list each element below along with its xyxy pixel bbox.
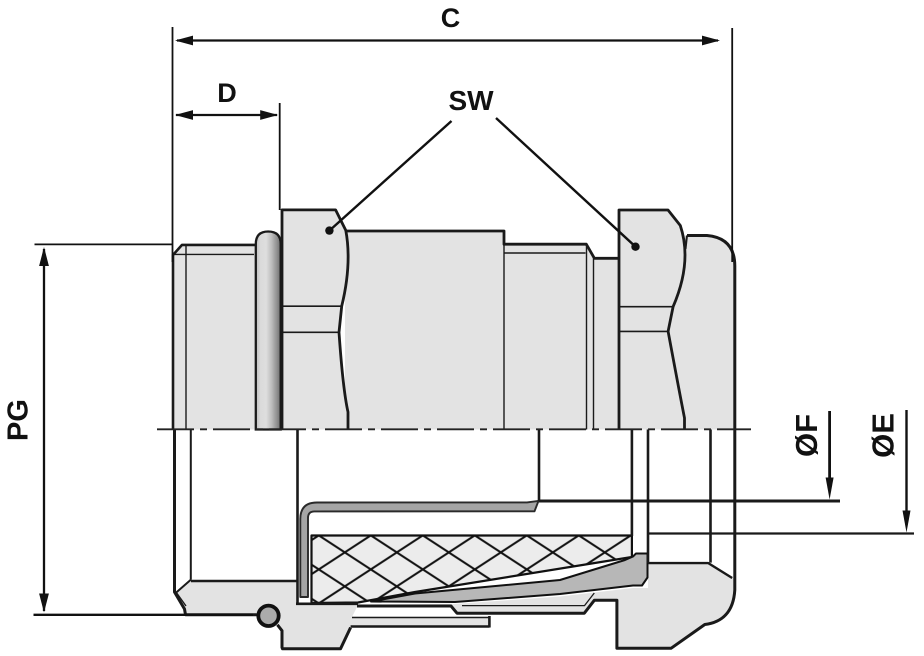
svg-text:SW: SW [448, 85, 494, 116]
svg-text:ØE: ØE [866, 413, 901, 458]
svg-text:D: D [217, 78, 237, 108]
svg-text:PG: PG [3, 399, 35, 441]
svg-text:C: C [441, 3, 461, 33]
svg-text:ØF: ØF [789, 414, 824, 457]
